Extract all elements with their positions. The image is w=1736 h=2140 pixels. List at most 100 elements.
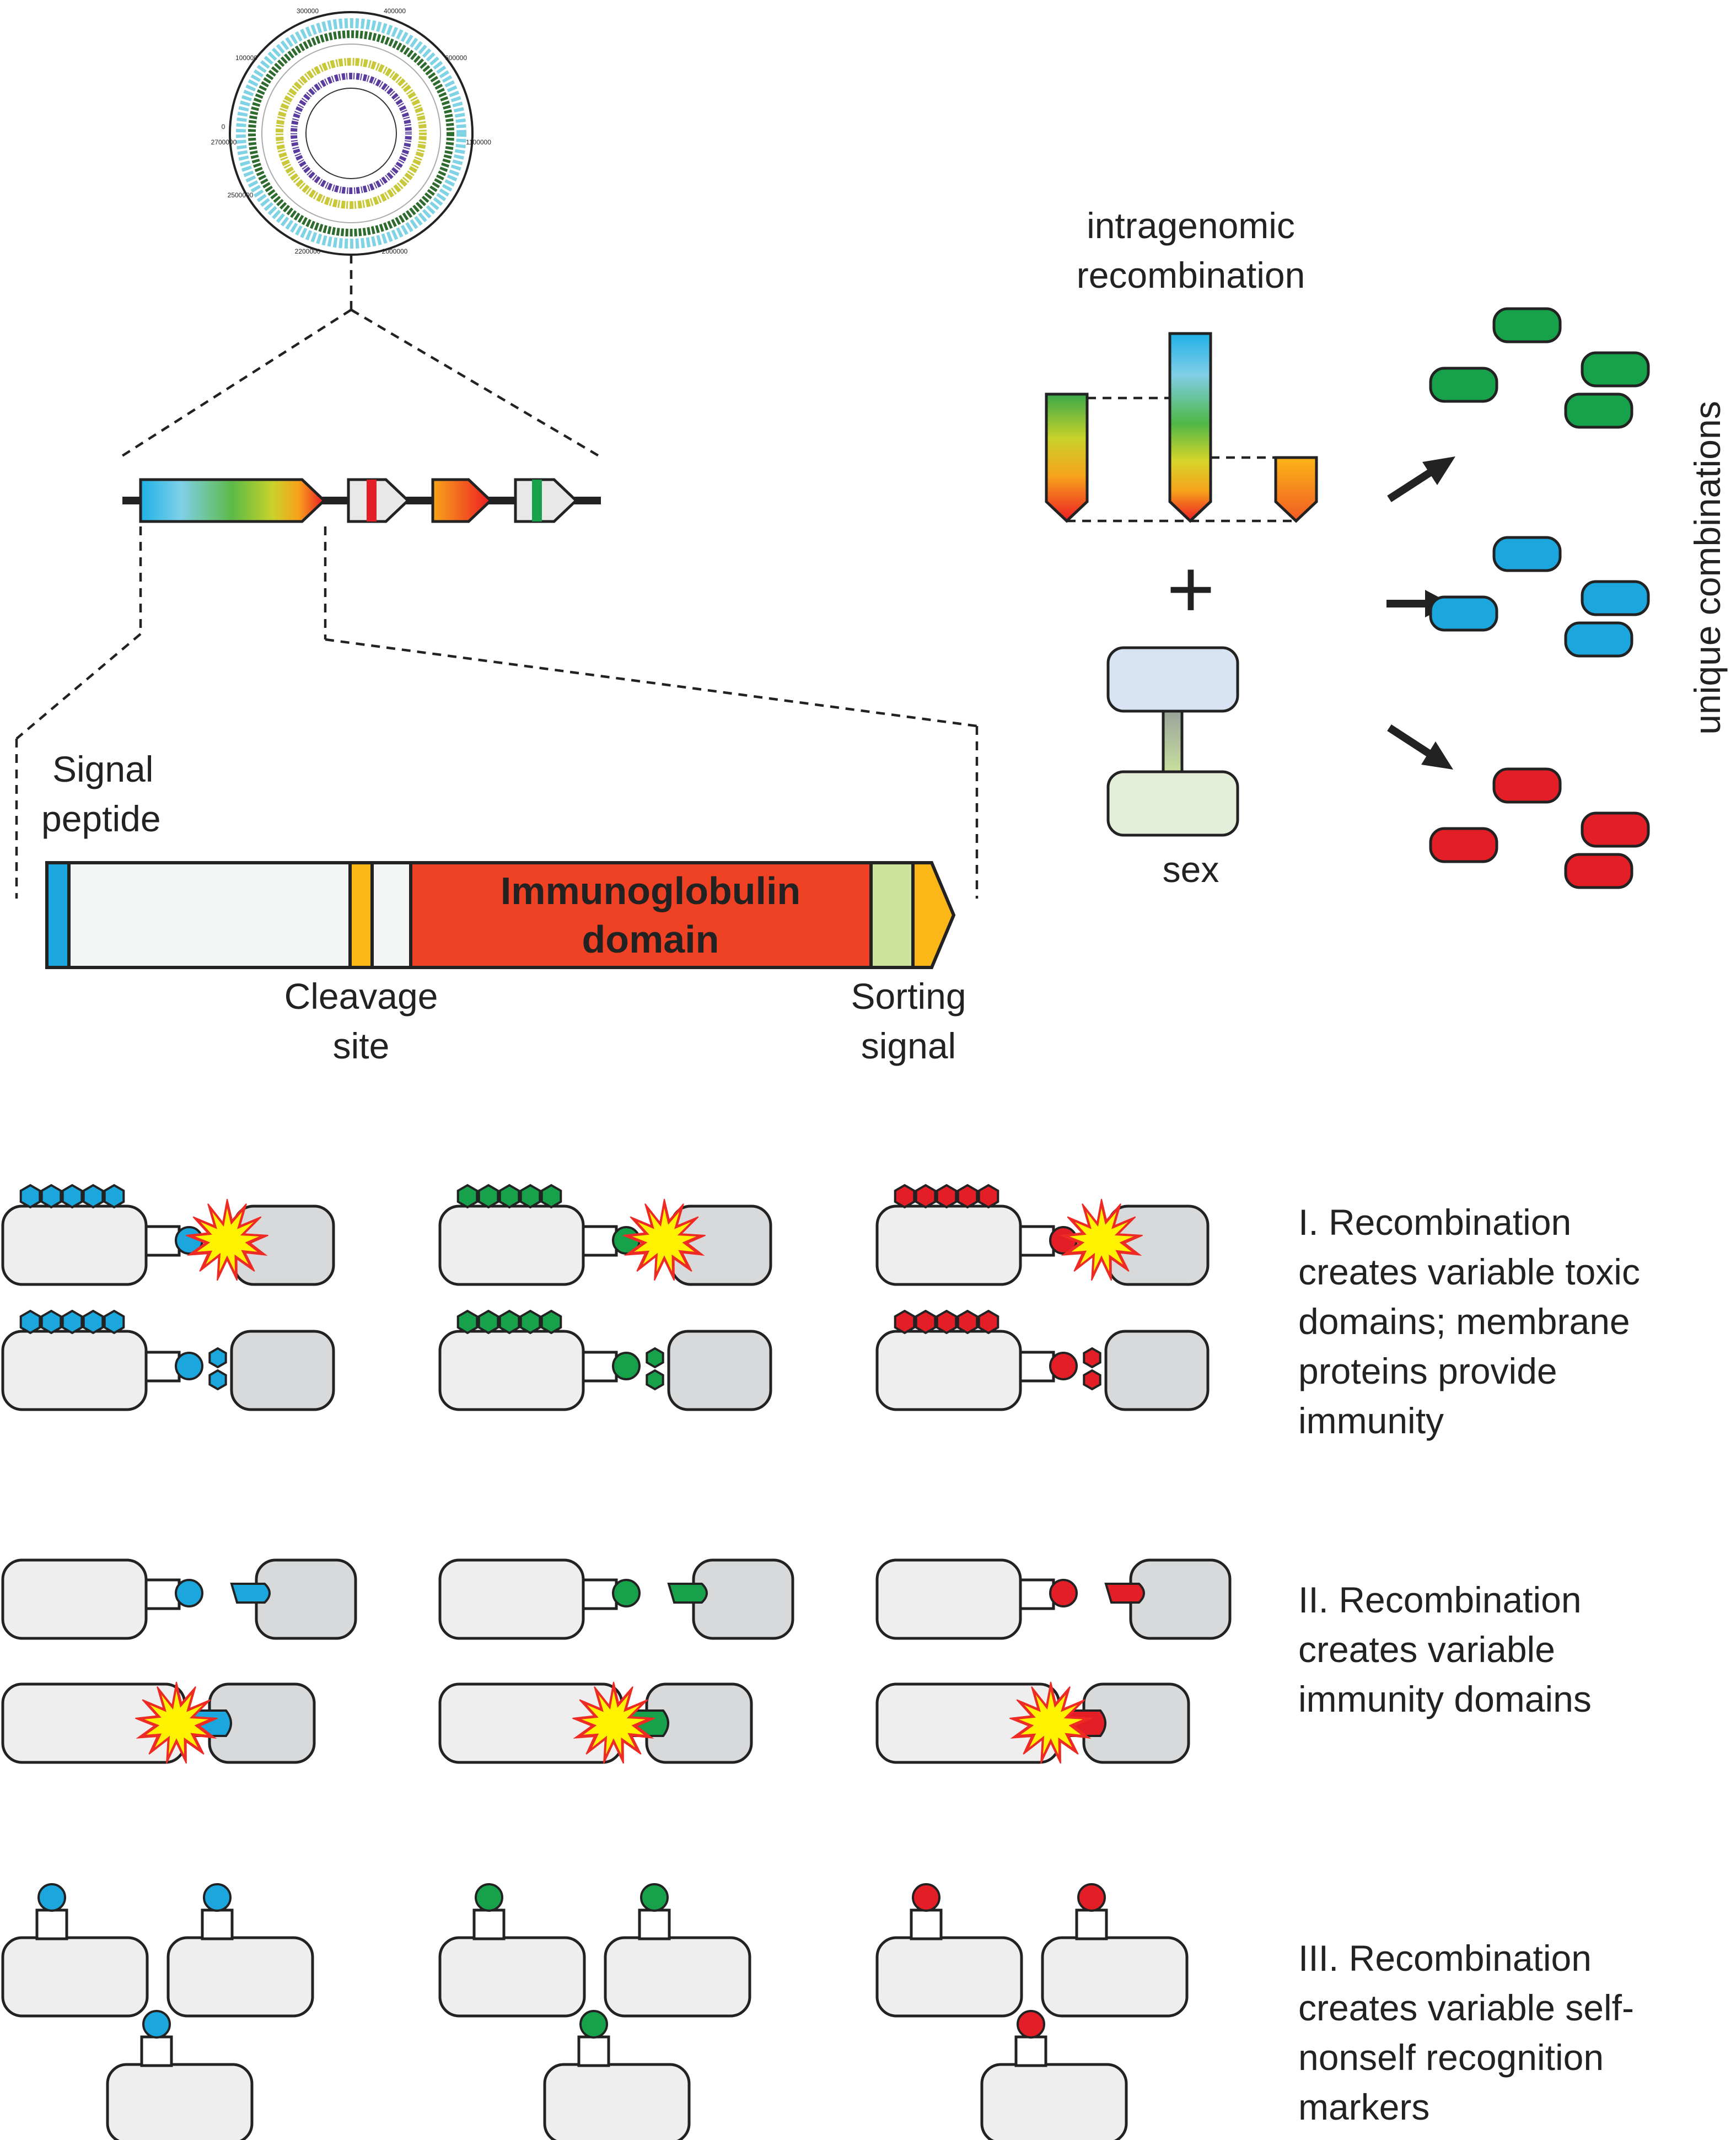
surface-hexagon	[103, 1184, 125, 1209]
genome-tick-label: 2200000	[295, 248, 321, 255]
surface-hexagon	[956, 1309, 979, 1335]
producer-cell	[875, 1205, 1022, 1286]
toxin-stalk	[582, 1578, 618, 1610]
mechanism-III-line3: nonself recognition	[1298, 2037, 1604, 2078]
producer-cell	[875, 1558, 1022, 1640]
producer-cell	[1, 1330, 148, 1411]
toxin-stalk	[1019, 1578, 1055, 1610]
genome-tick-label: 600000	[445, 54, 467, 62]
marker-cell	[604, 1936, 751, 2018]
toxin-domain	[1049, 1352, 1078, 1380]
recognition-marker	[579, 2010, 608, 2039]
immunity-receptor	[230, 1583, 271, 1604]
surface-hexagon	[936, 1184, 958, 1209]
genome-tick-label: 2000000	[382, 248, 408, 255]
toxin-explosion-inner	[1069, 1208, 1134, 1272]
toxin-domain	[175, 1352, 203, 1380]
surface-hexagon	[915, 1184, 937, 1209]
immunity-receptor	[1104, 1583, 1145, 1604]
surface-hexagon	[894, 1184, 916, 1209]
unique-combinations-label: unique combinations	[1687, 401, 1728, 734]
intragenomic-label-line1: intragenomic	[1087, 205, 1295, 246]
cleavage-site-domain	[348, 861, 374, 969]
combination-pill	[1581, 811, 1650, 848]
gene-green-marker	[532, 480, 542, 521]
mechanism-III-diagram	[1, 1883, 1189, 2140]
surface-hexagon	[103, 1309, 125, 1335]
genome-tick-label: 300000	[297, 7, 319, 15]
mechanism-descriptions: I. Recombination creates variable toxic …	[1298, 1202, 1640, 2127]
arrow-up-shaft	[1387, 465, 1438, 502]
recognition-marker	[475, 1883, 503, 1912]
target-cell	[1129, 1558, 1232, 1640]
surface-hexagon	[915, 1309, 937, 1335]
genome-gc-ring	[276, 58, 427, 209]
signal-peptide-domain	[45, 861, 71, 969]
genome-cds-ring-reverse	[248, 30, 454, 236]
surface-hexagon	[61, 1184, 83, 1209]
toxin-stalk	[144, 1351, 181, 1383]
marker-cell	[438, 1936, 586, 2018]
combination-pill	[1564, 853, 1633, 889]
marker-stalk	[910, 1908, 943, 1940]
toxin-stalk	[1019, 1351, 1055, 1383]
mechanism-I-diagram	[1, 1184, 1210, 1411]
marker-cell	[166, 1936, 314, 2018]
marker-stalk	[1075, 1908, 1108, 1940]
combination-pill	[1429, 367, 1498, 403]
surface-hexagon	[61, 1309, 83, 1335]
cleavage-site-label-line2: site	[333, 1025, 390, 1066]
marker-cell	[106, 2063, 254, 2140]
surface-hexagon	[456, 1309, 479, 1335]
marker-cell	[543, 2063, 691, 2140]
recognition-marker	[1077, 1883, 1106, 1912]
toxin-stalk	[582, 1351, 618, 1383]
genome-gap-ring	[261, 44, 441, 223]
immunity-protein	[208, 1347, 227, 1369]
producer-cell	[438, 1330, 585, 1411]
toxin-stalk	[144, 1225, 181, 1257]
producer-cell	[438, 1205, 585, 1286]
toxin-stalk	[1019, 1225, 1055, 1257]
recognition-marker	[1017, 2010, 1045, 2039]
marker-stalk	[35, 1908, 68, 1940]
genome-tick-label: 0	[222, 123, 225, 131]
toxin-stalk	[582, 1225, 618, 1257]
toxin-domain	[1049, 1579, 1078, 1607]
surface-hexagon	[40, 1184, 62, 1209]
immunity-protein	[1083, 1347, 1101, 1369]
producer-cell	[438, 1558, 585, 1640]
recognition-marker	[203, 1883, 232, 1912]
toxin-domain	[612, 1579, 641, 1607]
protein-domain-bar: Immunoglobulin domain	[45, 861, 956, 969]
surface-hexagon	[977, 1184, 999, 1209]
target-cell	[255, 1558, 357, 1640]
surface-hexagon	[977, 1309, 999, 1335]
toxin-explosion-inner	[581, 1691, 646, 1755]
surface-hexagon	[19, 1309, 41, 1335]
recombination-bar-tall	[1168, 332, 1212, 523]
combination-pill	[1581, 580, 1650, 616]
combination-pill	[1564, 392, 1633, 429]
combination-pill	[1492, 767, 1562, 804]
surface-hexagon	[456, 1184, 479, 1209]
recognition-marker	[37, 1883, 66, 1912]
toxin-domain	[612, 1352, 641, 1380]
genome-tick-label: 400000	[384, 7, 406, 15]
combination-pill	[1581, 351, 1650, 388]
genome-tick-label: 2700000	[211, 138, 237, 146]
surface-hexagon	[519, 1184, 541, 1209]
gene-cluster	[122, 478, 601, 523]
marker-stalk	[1014, 2035, 1047, 2067]
mechanism-III-line4: markers	[1298, 2087, 1429, 2127]
surface-hexagon	[936, 1309, 958, 1335]
toxin-explosion-inner	[144, 1691, 209, 1755]
surface-hexagon	[519, 1309, 541, 1335]
recombination-bar-small	[1274, 456, 1318, 523]
immunoglobulin-label-line2: domain	[582, 918, 719, 961]
sex-bridge	[1162, 709, 1184, 773]
immunity-receptor	[667, 1583, 708, 1604]
intragenomic-label-line2: recombination	[1077, 255, 1305, 295]
genome-skew-ring	[291, 73, 412, 194]
